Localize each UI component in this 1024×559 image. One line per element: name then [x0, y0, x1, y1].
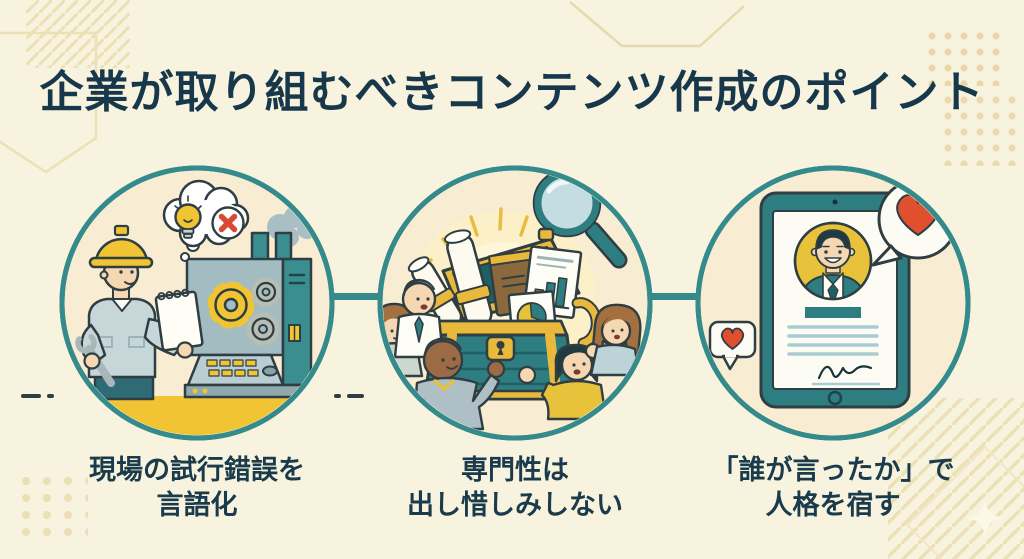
- caption-point-3: 「誰が言ったか」で 人格を宿す: [643, 453, 1023, 523]
- camera-dot: [832, 199, 838, 205]
- chevron-outline-icon: [569, 1, 745, 48]
- console-keys: [206, 359, 259, 377]
- tablet-profile-illustration: [695, 165, 971, 441]
- caption-line: 言語化: [156, 490, 238, 520]
- caption-line: 出し惜しみしない: [407, 490, 623, 520]
- profile-name-bar: [805, 307, 861, 318]
- page-title: 企業が取り組むべきコンテンツ作成のポイント: [39, 68, 985, 117]
- connector-line-right: [648, 293, 700, 300]
- treasure-chest-illustration: [377, 165, 653, 441]
- gear-gray-icon: [246, 312, 280, 346]
- error-x-icon: [211, 206, 245, 240]
- connector-line-left: [330, 293, 382, 300]
- dashed-floor-line: [21, 394, 364, 398]
- signature: [817, 365, 873, 380]
- caption-line: 現場の試行錯誤を: [89, 455, 305, 485]
- home-button: [827, 390, 843, 406]
- gear-gray-icon: [251, 277, 281, 307]
- gear-yellow-icon: [207, 281, 255, 329]
- profile-text-lines: [787, 325, 879, 356]
- point-card-3: 「誰が言ったか」で 人格を宿す: [673, 153, 993, 553]
- worker-factory-illustration: [21, 165, 364, 441]
- caption-point-1: 現場の試行錯誤を 言語化: [7, 453, 387, 523]
- caption-line: 専門性は: [461, 455, 569, 485]
- thought-bubble-icon: [162, 179, 250, 262]
- worker-shirt: [87, 297, 157, 379]
- notepad-icon: [154, 288, 204, 352]
- worker-figure: [75, 224, 204, 401]
- scroll-icon: [443, 229, 493, 329]
- heart-badge-icon: [708, 320, 757, 371]
- person-woman-right: [584, 303, 642, 377]
- worker-pants: [93, 375, 155, 401]
- profile-avatar: [793, 221, 873, 301]
- caption-line: 人格を宿す: [765, 490, 901, 520]
- heart-icon: [720, 327, 745, 350]
- point-card-2: 専門性は 出し惜しみしない: [355, 153, 675, 553]
- hard-hat-icon: [88, 224, 154, 269]
- point-card-1: 現場の試行錯誤を 言語化: [21, 153, 364, 553]
- lightbulb-icon: [174, 203, 202, 239]
- lock-icon: [485, 335, 516, 362]
- caption-line: 「誰が言ったか」で: [711, 455, 955, 485]
- tablet-icon: [759, 191, 911, 409]
- caption-point-2: 専門性は 出し惜しみしない: [325, 453, 705, 523]
